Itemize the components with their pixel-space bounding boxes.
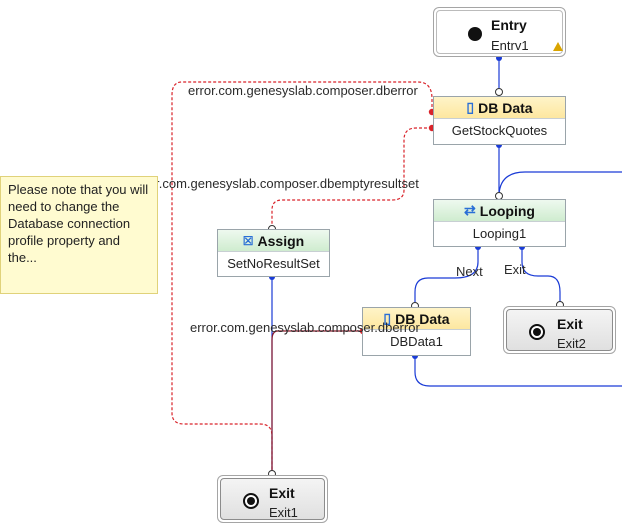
link-label-dberror-top: error.com.genesyslab.composer.dberror: [188, 83, 418, 98]
entry-circle-icon: [468, 27, 482, 41]
exit-node-exit1[interactable]: Exit Exit1: [217, 475, 328, 523]
link-label-dberror-bottom: error.com.genesyslab.composer.dberror: [190, 320, 420, 335]
database-icon: ▯: [383, 310, 392, 326]
exit1-name: Exit1: [269, 505, 298, 520]
db-data1-title: DB Data: [395, 310, 450, 327]
link-label-exit: Exit: [504, 262, 526, 277]
link-label-dbemptyresultset: error.com.genesyslab.composer.dbemptyres…: [132, 176, 419, 191]
warning-icon: [553, 42, 563, 51]
entry-title: Entry: [491, 17, 527, 33]
db-data-name: GetStockQuotes: [451, 123, 548, 138]
exit2-name: Exit2: [557, 336, 586, 351]
looping-node[interactable]: ⇄Looping Looping1: [433, 199, 566, 247]
loop-arrows-icon: ⇄: [464, 202, 476, 218]
link-dberror-bottom: [271, 330, 362, 473]
link-dbdata1-loop-return: [414, 356, 622, 387]
sticky-note[interactable]: Please note that you will need to change…: [0, 176, 158, 294]
assign-icon: ☒: [242, 233, 254, 248]
exit-node-exit2[interactable]: Exit Exit2: [503, 306, 616, 354]
assign-node[interactable]: ☒Assign SetNoResultSet: [217, 229, 330, 277]
db-data-node-dbdata1[interactable]: ▯DB Data DBData1: [362, 307, 471, 356]
link-dberror-top: [171, 81, 433, 473]
assign-name: SetNoResultSet: [227, 256, 320, 271]
entry-name: Entrv1: [491, 38, 529, 53]
exit-stop-icon: [243, 493, 259, 509]
exit-stop-icon: [529, 324, 545, 340]
link-label-next: Next: [456, 264, 483, 279]
looping-title: Looping: [479, 202, 535, 219]
link-exit: [521, 247, 561, 304]
assign-title: Assign: [257, 232, 305, 249]
link-next: [414, 247, 479, 304]
exit1-title: Exit: [269, 485, 295, 501]
db-data-title: DB Data: [478, 99, 533, 116]
db-data1-name: DBData1: [390, 334, 443, 349]
database-icon: ▯: [466, 99, 475, 115]
looping-name: Looping1: [472, 226, 527, 241]
db-data-node-getstockquotes[interactable]: ▯DB Data GetStockQuotes: [433, 96, 566, 145]
exit2-title: Exit: [557, 316, 583, 332]
entry-node[interactable]: Entry Entrv1: [433, 7, 566, 57]
link-loop-back: [498, 171, 622, 196]
link-dbemptyresultset: [271, 127, 432, 228]
